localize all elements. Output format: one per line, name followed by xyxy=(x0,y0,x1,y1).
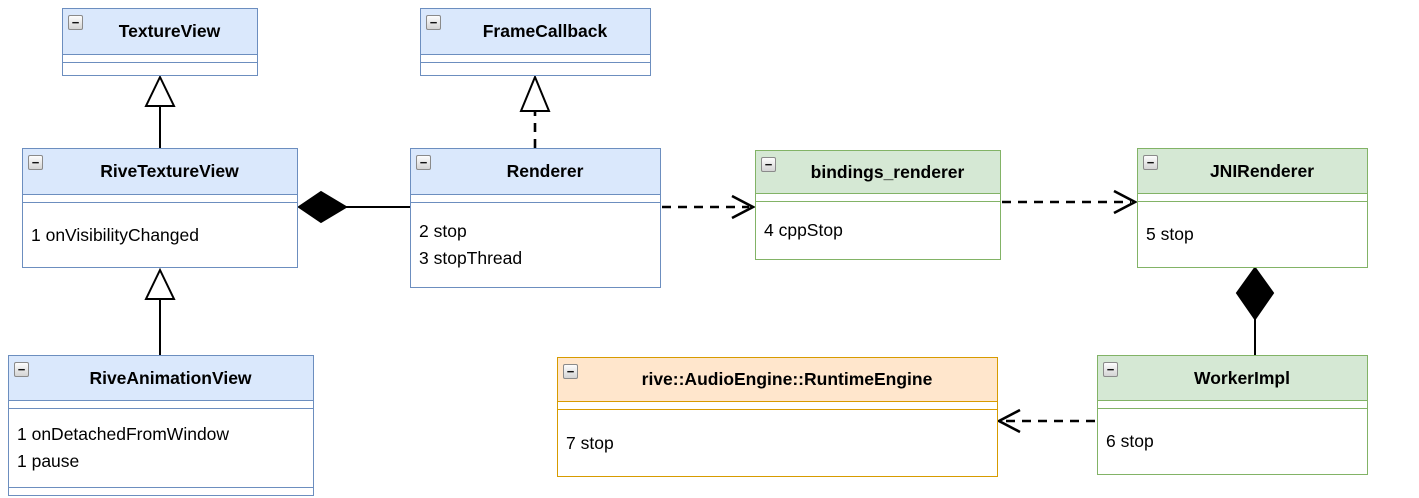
class-title: JNIRenderer xyxy=(1209,160,1315,181)
class-header: − Renderer xyxy=(411,149,660,194)
empty-compartment xyxy=(9,400,313,408)
connector-bindings-renderer-calls-jnirenderer xyxy=(1002,189,1138,215)
empty-compartment xyxy=(9,487,313,495)
empty-compartment xyxy=(23,194,297,202)
open-arrowhead xyxy=(1113,189,1138,215)
empty-compartment xyxy=(756,193,1000,201)
connector-renderer-implements-framecallback xyxy=(519,74,551,148)
connector-workerimpl-calls-runtimeengine xyxy=(996,408,1095,434)
method-label: 2 stop xyxy=(419,221,467,241)
class-header: − rive::AudioEngine::RuntimeEngine xyxy=(558,358,997,401)
method-label: 7 stop xyxy=(566,432,614,453)
collapse-minus-icon[interactable]: − xyxy=(1103,362,1118,377)
inheritance-triangle xyxy=(519,74,551,112)
collapse-minus-icon[interactable]: − xyxy=(416,155,431,170)
methods-compartment: 2 stop 3 stopThread xyxy=(411,202,660,287)
methods-compartment: 6 stop xyxy=(1098,408,1367,474)
method-label: 1 onDetachedFromWindow xyxy=(17,424,230,444)
class-textureview[interactable]: − TextureView xyxy=(62,8,258,76)
empty-compartment xyxy=(411,194,660,202)
empty-compartment xyxy=(421,62,650,75)
class-renderer[interactable]: − Renderer 2 stop 3 stopThread xyxy=(410,148,661,288)
class-title: rive::AudioEngine::RuntimeEngine xyxy=(641,369,933,389)
inheritance-triangle xyxy=(144,267,176,300)
empty-compartment xyxy=(1138,193,1367,201)
methods-compartment: 4 cppStop xyxy=(756,201,1000,259)
method-label: 6 stop xyxy=(1106,431,1154,451)
collapse-minus-icon[interactable]: − xyxy=(761,157,776,172)
class-title: TextureView xyxy=(118,21,221,41)
connector-jnirenderer-composes-workerimpl xyxy=(1235,266,1275,355)
collapse-minus-icon[interactable]: − xyxy=(14,362,29,377)
methods-compartment: 1 onVisibilityChanged xyxy=(23,202,297,267)
class-rivetextureview[interactable]: − RiveTextureView 1 onVisibilityChanged xyxy=(22,148,298,268)
class-title: Renderer xyxy=(506,161,584,181)
class-title: RiveTextureView xyxy=(100,161,239,181)
class-title: bindings_renderer xyxy=(810,161,965,182)
connector-riveanimationview-extends-rivetextureview xyxy=(144,267,176,355)
class-title: RiveAnimationView xyxy=(89,367,252,388)
methods-compartment: 1 onDetachedFromWindow 1 pause xyxy=(9,408,313,487)
method-label: 3 stopThread xyxy=(419,248,523,268)
connector-renderer-calls-bindings-renderer xyxy=(662,194,756,220)
class-header: − WorkerImpl xyxy=(1098,356,1367,400)
composition-diamond xyxy=(297,190,348,224)
class-framecallback[interactable]: − FrameCallback xyxy=(420,8,651,76)
collapse-minus-icon[interactable]: − xyxy=(28,155,43,170)
empty-compartment xyxy=(1098,400,1367,408)
class-header: − TextureView xyxy=(63,9,257,54)
open-arrowhead xyxy=(996,408,1021,434)
connector-rivetextureview-composes-renderer xyxy=(297,190,410,224)
empty-compartment xyxy=(558,401,997,409)
class-title: WorkerImpl xyxy=(1194,367,1290,388)
class-bindings-renderer[interactable]: − bindings_renderer 4 cppStop xyxy=(755,150,1001,260)
method-label: 4 cppStop xyxy=(764,220,843,240)
class-header: − FrameCallback xyxy=(421,9,650,54)
class-header: − JNIRenderer xyxy=(1138,149,1367,193)
class-riveanimationview[interactable]: − RiveAnimationView 1 onDetachedFromWindow… xyxy=(8,355,314,496)
composition-diamond xyxy=(1235,266,1275,321)
collapse-minus-icon[interactable]: − xyxy=(1143,155,1158,170)
method-label: 1 onVisibilityChanged xyxy=(31,224,199,245)
collapse-minus-icon[interactable]: − xyxy=(426,15,441,30)
class-title: FrameCallback xyxy=(482,21,608,41)
class-header: − RiveTextureView xyxy=(23,149,297,194)
connector-rivetextureview-extends-textureview xyxy=(144,74,176,148)
collapse-minus-icon[interactable]: − xyxy=(68,15,83,30)
collapse-minus-icon[interactable]: − xyxy=(563,364,578,379)
methods-compartment: 7 stop xyxy=(558,409,997,476)
methods-compartment: 5 stop xyxy=(1138,201,1367,267)
class-workerimpl[interactable]: − WorkerImpl 6 stop xyxy=(1097,355,1368,475)
inheritance-triangle xyxy=(144,74,176,107)
class-header: − RiveAnimationView xyxy=(9,356,313,400)
class-jnirenderer[interactable]: − JNIRenderer 5 stop xyxy=(1137,148,1368,268)
method-label: 5 stop xyxy=(1146,224,1194,244)
empty-compartment xyxy=(63,54,257,62)
open-arrowhead xyxy=(731,194,756,220)
empty-compartment xyxy=(421,54,650,62)
class-header: − bindings_renderer xyxy=(756,151,1000,193)
method-label: 1 pause xyxy=(17,451,80,471)
empty-compartment xyxy=(63,62,257,75)
